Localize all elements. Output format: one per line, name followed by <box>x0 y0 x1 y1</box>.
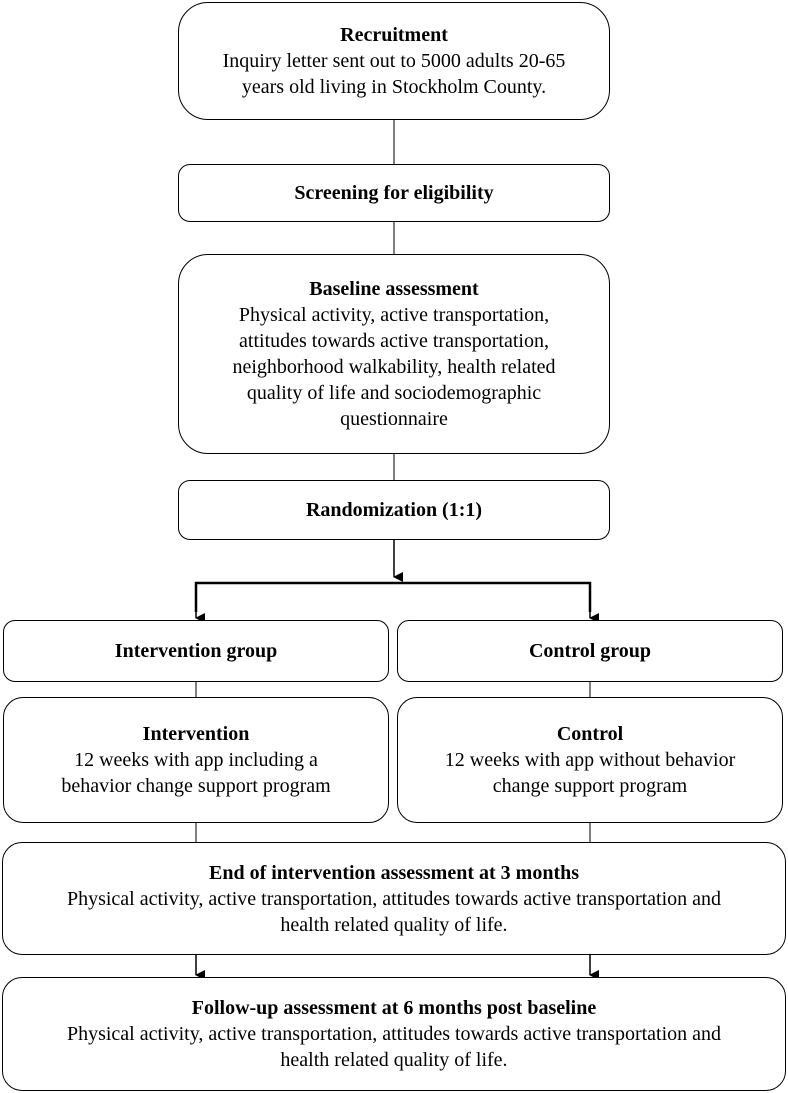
screening-title: Screening for eligibility <box>294 182 494 204</box>
baseline-box: Baseline assessment Physical activity, a… <box>178 254 610 454</box>
baseline-line-2: attitudes towards active transportation, <box>239 330 549 352</box>
intervention-group-title: Intervention group <box>114 640 278 662</box>
screening-box: Screening for eligibility <box>178 164 610 222</box>
split-connector <box>194 581 592 612</box>
recruitment-box: Recruitment Inquiry letter sent out to 5… <box>178 2 610 120</box>
control-title: Control <box>556 723 624 745</box>
intervention-line-1: 12 weeks with app including a <box>74 749 318 771</box>
recruitment-title: Recruitment <box>340 24 448 46</box>
followup-assessment-title: Follow-up assessment at 6 months post ba… <box>191 997 597 1019</box>
control-line-2: change support program <box>492 775 688 797</box>
intervention-box: Intervention 12 weeks with app including… <box>3 697 389 823</box>
end-assessment-title: End of intervention assessment at 3 mont… <box>208 861 580 884</box>
intervention-group-box: Intervention group <box>3 620 389 682</box>
followup-assessment-box: Follow-up assessment at 6 months post ba… <box>2 977 786 1091</box>
followup-assessment-line-2: health related quality of life. <box>280 1049 508 1071</box>
control-box: Control 12 weeks with app without behavi… <box>397 697 783 823</box>
recruitment-line-2: years old living in Stockholm County. <box>241 76 547 98</box>
baseline-line-1: Physical activity, active transportation… <box>238 304 550 326</box>
intervention-line-2: behavior change support program <box>61 775 331 797</box>
baseline-line-4: quality of life and sociodemographic <box>246 382 542 404</box>
control-group-box: Control group <box>397 620 783 682</box>
intervention-title: Intervention <box>142 723 250 745</box>
recruitment-line-1: Inquiry letter sent out to 5000 adults 2… <box>222 50 566 72</box>
end-assessment-line-1: Physical activity, active transportation… <box>66 887 722 910</box>
baseline-line-5: questionnaire <box>340 408 448 430</box>
control-line-1: 12 weeks with app without behavior <box>444 749 736 771</box>
end-assessment-line-2: health related quality of life. <box>280 913 508 936</box>
followup-assessment-line-1: Physical activity, active transportation… <box>66 1023 722 1045</box>
baseline-title: Baseline assessment <box>309 278 479 300</box>
control-group-title: Control group <box>528 640 652 662</box>
randomization-title: Randomization (1:1) <box>305 499 483 521</box>
end-of-intervention-assessment-box: End of intervention assessment at 3 mont… <box>2 842 786 955</box>
baseline-line-3: neighborhood walkability, health related <box>232 356 556 378</box>
randomization-box: Randomization (1:1) <box>178 480 610 540</box>
